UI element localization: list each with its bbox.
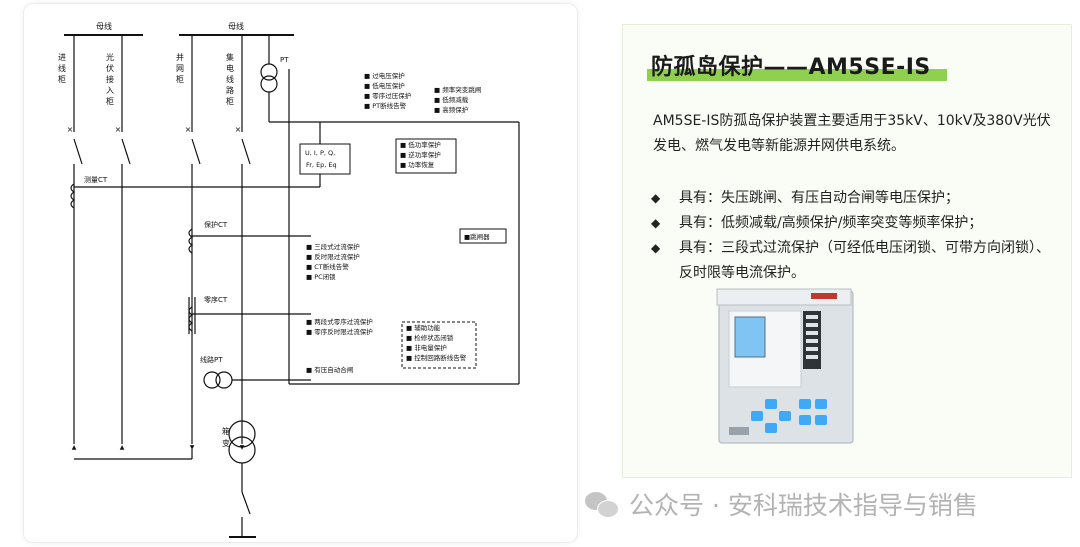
voltage-protection-item: ■ 过电压保护 bbox=[364, 71, 405, 80]
feature-item: ◆具有：三段式过流保护（可经低电压闭锁、可带方向闭锁）、反时限等电流保护。 bbox=[651, 236, 1061, 286]
voltage-protection-item: ■ 零序过压保护 bbox=[364, 91, 411, 100]
feeder-label: 伏 bbox=[106, 63, 114, 73]
overcurrent-item: ■ 反时限过流保护 bbox=[306, 252, 360, 261]
feeder-label: 电 bbox=[226, 63, 234, 73]
protect-ct-icon bbox=[188, 228, 194, 254]
frequency-protection-item: ■ 频率突变跳闸 bbox=[434, 85, 481, 94]
feeder-label: 入 bbox=[106, 86, 114, 95]
switch-blade bbox=[121, 138, 131, 165]
feeder-label: 光 bbox=[106, 52, 114, 62]
feeder-label: 网 bbox=[176, 64, 184, 73]
pt-label: PT bbox=[280, 56, 289, 64]
arrow-mark: ▼ bbox=[190, 444, 195, 451]
overcurrent-item: ■ CT断线告警 bbox=[306, 262, 349, 271]
line-pt-icon bbox=[203, 371, 221, 389]
feeder-label: 集 bbox=[226, 52, 234, 62]
voltage-protection-item: ■ PT断线告警 bbox=[364, 101, 407, 110]
watermark-text: 公众号 · 安科瑞技术指导与销售 bbox=[629, 491, 978, 520]
feeder-label: 线 bbox=[226, 74, 234, 84]
aux-function-item: ■ 辅助功能 bbox=[406, 323, 441, 332]
switch-blade bbox=[241, 138, 251, 165]
zero-ct-icon bbox=[188, 306, 194, 332]
zero-ct-label: 零序CT bbox=[204, 295, 228, 304]
breaker-mark: × bbox=[185, 125, 192, 134]
left-bus-label: 母线 bbox=[96, 21, 112, 31]
power-protection-item: ■ 低功率保护 bbox=[400, 140, 441, 149]
measure-ct-label: 测量CT bbox=[84, 176, 108, 184]
breaker-mark: × bbox=[115, 125, 122, 134]
zero-sequence-item: ■ 两段式零序过流保护 bbox=[306, 317, 373, 326]
feature-item: ◆具有：低频减载/高频保护/频率突变等频率保护； bbox=[651, 211, 1061, 236]
line-pt-icon bbox=[215, 371, 233, 389]
feeder-label: 柜 bbox=[106, 96, 114, 106]
watermark: 公众号 · 安科瑞技术指导与销售 bbox=[585, 486, 978, 522]
feature-item: ◆具有：失压跳闸、有压自动合闸等电压保护； bbox=[651, 186, 1061, 211]
aux-box bbox=[401, 321, 477, 369]
product-title: 防孤岛保护——AM5SE-IS bbox=[651, 55, 931, 80]
pt-coil-icon bbox=[260, 75, 278, 93]
diamond-bullet-icon: ◆ bbox=[651, 216, 661, 230]
line-pt-label: 线路PT bbox=[200, 355, 223, 364]
product-panel: 防孤岛保护——AM5SE-IS AM5SE-IS防孤岛保护装置主要适用于35kV… bbox=[622, 24, 1072, 478]
frequency-protection-item: ■ 低频减载 bbox=[434, 95, 469, 104]
diamond-bullet-icon: ◆ bbox=[651, 191, 661, 205]
feeder-label: 进 bbox=[58, 53, 66, 62]
frequency-protection-item: ■ 高频保护 bbox=[434, 105, 468, 114]
arrow-mark: ▲ bbox=[72, 444, 77, 451]
arrow-mark: ▲ bbox=[120, 444, 125, 451]
voltage-protection-item: ■ 低电压保护 bbox=[364, 81, 405, 90]
diamond-bullet-icon: ◆ bbox=[651, 241, 661, 255]
auto-reclose-label: ■ 有压自动合闸 bbox=[306, 365, 353, 374]
overcurrent-item: ■ PC闭锁 bbox=[306, 272, 336, 281]
feeder-label: 柜 bbox=[176, 74, 184, 84]
title-highlight bbox=[647, 69, 947, 81]
power-protection-item: ■ 逆功率保护 bbox=[400, 150, 441, 159]
device-image bbox=[716, 288, 854, 444]
feeder-label: 接 bbox=[106, 74, 114, 84]
feeder-label: 柜 bbox=[226, 96, 234, 106]
zero-sequence-item: ■ 零序反时限过流保护 bbox=[306, 327, 373, 336]
overcurrent-item: ■ 三段式过流保护 bbox=[306, 242, 360, 251]
transformer-label: 变 bbox=[222, 438, 230, 448]
aux-function-item: ■ 检修状态闭锁 bbox=[406, 333, 454, 342]
feeder-label: 柜 bbox=[58, 74, 66, 84]
feeder-label: 路 bbox=[226, 85, 234, 95]
feature-list: ◆具有：失压跳闸、有压自动合闸等电压保护； ◆具有：低频减载/高频保护/频率突变… bbox=[651, 186, 1061, 286]
measurement-box bbox=[299, 143, 351, 175]
protection-wiring-diagram: 母线母线×▲×▲×▼×▼进线柜光伏接入柜并网柜集电线路柜PT测量CTU, I, … bbox=[58, 21, 520, 538]
feeder-label: 并 bbox=[176, 52, 184, 62]
right-bus-label: 母线 bbox=[228, 21, 244, 31]
switch-blade bbox=[241, 491, 251, 515]
switch-blade bbox=[191, 138, 201, 165]
breaker-mark: × bbox=[67, 125, 74, 134]
measure-ct-icon bbox=[70, 183, 76, 209]
aux-function-item: ■ 控制回路断线告警 bbox=[406, 353, 467, 362]
transformer-coil-icon bbox=[228, 420, 256, 448]
trip-label: ■跳闸器 bbox=[464, 232, 490, 241]
aux-function-item: ■ 非电量保护 bbox=[406, 343, 447, 352]
switch-blade bbox=[73, 138, 83, 165]
pt-coil-icon bbox=[260, 63, 278, 81]
measurement-label: Fr, Ep, Eq bbox=[306, 161, 337, 169]
protect-ct-label: 保护CT bbox=[204, 220, 228, 229]
product-intro: AM5SE-IS防孤岛保护装置主要适用于35kV、10kV及380V光伏发电、燃… bbox=[653, 113, 1051, 154]
trip-box bbox=[459, 228, 507, 244]
power-protection-item: ■ 功率恢复 bbox=[400, 160, 435, 169]
power-protection-box bbox=[395, 138, 457, 174]
feeder-label: 线 bbox=[58, 63, 66, 73]
wechat-icon bbox=[585, 490, 619, 518]
measurement-label: U, I, P, Q, bbox=[305, 149, 335, 157]
product-title-wrap: 防孤岛保护——AM5SE-IS bbox=[647, 49, 947, 81]
transformer-label: 箱 bbox=[222, 426, 230, 436]
breaker-mark: × bbox=[235, 125, 242, 134]
